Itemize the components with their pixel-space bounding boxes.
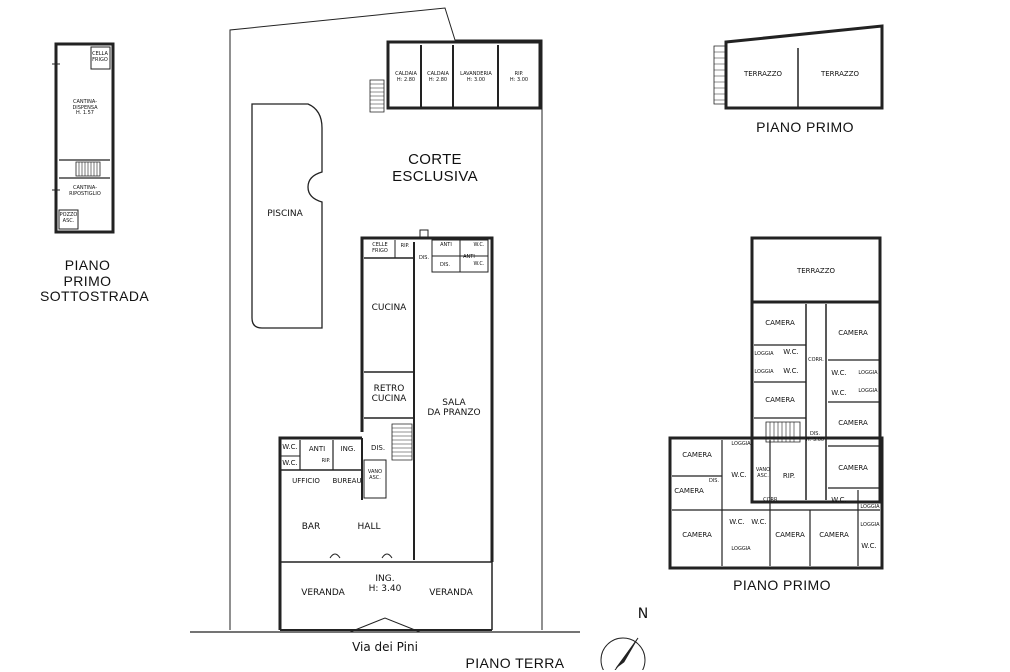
courtyard-boundary xyxy=(229,7,543,630)
room-rip-ground: RIP. xyxy=(400,243,410,249)
room-dis-main-first: DIS. H: 3.00 xyxy=(805,431,825,443)
room-wc-first-7: W.C. xyxy=(729,518,745,526)
room-anti-2: ANTI xyxy=(463,254,475,260)
room-camera-6: CAMERA xyxy=(838,464,868,472)
ground-floor-plan xyxy=(190,229,580,633)
title-piano-terra: PIANO TERRA xyxy=(465,655,565,671)
room-loggia-7: LOGGIA xyxy=(860,522,880,528)
room-loggia-6: LOGGIA xyxy=(860,504,880,510)
room-camera-4: CAMERA xyxy=(838,419,868,427)
room-wc-4: W.C. xyxy=(282,459,298,467)
room-loggia-2: LOGGIA xyxy=(754,369,774,375)
north-arrow-icon xyxy=(600,637,646,670)
room-cella-frigo: CELLA FRIGO xyxy=(92,51,108,63)
room-dis-3: DIS. xyxy=(370,444,386,452)
room-terrazzo-left: TERRAZZO xyxy=(743,70,783,78)
room-rip-ground-2: RIP. xyxy=(321,458,331,464)
room-ufficio: UFFICIO xyxy=(292,477,320,485)
title-sottostrada: PIANO PRIMO SOTTOSTRADA xyxy=(40,257,150,305)
room-camera-3: CAMERA xyxy=(765,396,795,404)
room-cantina-dispensa: CANTINA- DISPENSA H. 1.57 xyxy=(72,99,98,117)
room-camera-1: CAMERA xyxy=(765,319,795,327)
room-anti-3: ANTI xyxy=(308,445,326,453)
room-anti-1: ANTI xyxy=(440,242,452,248)
room-dis-2: DIS. xyxy=(439,262,451,268)
room-hall: HALL xyxy=(357,522,381,532)
room-terrazzo-first: TERRAZZO xyxy=(796,267,836,275)
room-caldaia-1: CALDAIA H: 2.80 xyxy=(395,71,417,83)
room-wc-first-8: W.C. xyxy=(751,518,767,526)
room-cucina: CUCINA xyxy=(371,303,407,313)
room-lavanderia: LAVANDERIA H: 3.00 xyxy=(460,71,492,83)
room-camera-8: CAMERA xyxy=(682,531,712,539)
room-corr-1: CORR. xyxy=(808,357,824,363)
first-floor-terrace-plan xyxy=(713,24,884,110)
room-ing-small: ING. xyxy=(340,445,356,453)
north-label: N xyxy=(637,606,649,622)
room-rip-first: RIP. xyxy=(782,472,796,480)
room-bar: BAR xyxy=(301,522,321,532)
title-piano-primo-main: PIANO PRIMO xyxy=(733,577,831,593)
room-camera-10: CAMERA xyxy=(819,531,849,539)
room-camera-2: CAMERA xyxy=(838,329,868,337)
room-cantina-ripostiglio: CANTINA- RIPOSTIGLIO xyxy=(69,185,101,197)
room-rip-annex: RIP. H: 3.00 xyxy=(509,71,529,83)
room-pozzo-asc: POZZO ASC. xyxy=(59,212,78,224)
room-wc-1: W.C. xyxy=(473,242,485,248)
room-wc-first-5: W.C. xyxy=(731,471,747,479)
room-wc-first-6: W.C. xyxy=(831,496,847,504)
room-wc-first-2: W.C. xyxy=(783,367,799,375)
room-dis-small-first: DIS. xyxy=(708,478,720,484)
sottostrada-plan xyxy=(52,42,115,234)
room-corr-2: CORR. xyxy=(763,497,779,503)
room-wc-first-9: W.C. xyxy=(861,542,877,550)
pool-outline xyxy=(251,103,323,329)
room-piscina: PISCINA xyxy=(267,209,303,219)
room-loggia-3: LOGGIA xyxy=(858,370,878,376)
room-wc-first-1: W.C. xyxy=(783,348,799,356)
room-camera-5: CAMERA xyxy=(682,451,712,459)
room-caldaia-2: CALDAIA H: 2.80 xyxy=(427,71,449,83)
room-wc-3: W.C. xyxy=(282,443,298,451)
annex-plan xyxy=(369,40,542,113)
room-dis-1: DIS. xyxy=(418,255,430,261)
room-loggia-1: LOGGIA xyxy=(754,351,774,357)
room-sala-da-pranzo: SALA DA PRANZO xyxy=(427,398,481,419)
title-piano-primo-top: PIANO PRIMO xyxy=(756,119,854,135)
room-loggia-4: LOGGIA xyxy=(858,388,878,394)
street-label: Via dei Pini xyxy=(352,640,418,654)
room-vano-asc-ground: VANO ASC. xyxy=(367,469,383,481)
label-corte-esclusiva: CORTE ESCLUSIVA xyxy=(392,151,478,185)
room-wc-2: W.C. xyxy=(473,261,485,267)
room-loggia-8: LOGGIA xyxy=(731,546,751,552)
room-loggia-5: LOGGIA xyxy=(731,441,751,447)
room-terrazzo-right: TERRAZZO xyxy=(820,70,860,78)
room-veranda-left: VERANDA xyxy=(301,588,345,598)
room-celle-frigo: CELLE FRIGO xyxy=(372,242,388,254)
room-vano-asc-first: VANO ASC. xyxy=(755,467,771,479)
room-veranda-right: VERANDA xyxy=(429,588,473,598)
first-floor-plan xyxy=(668,236,884,570)
room-wc-first-4: W.C. xyxy=(831,389,847,397)
room-bureau: BUREAU xyxy=(332,477,362,485)
room-camera-7: CAMERA xyxy=(674,487,704,495)
room-ing-main: ING. H: 3.40 xyxy=(368,574,402,595)
room-retro-cucina: RETRO CUCINA xyxy=(371,384,407,405)
room-wc-first-3: W.C. xyxy=(831,369,847,377)
room-camera-9: CAMERA xyxy=(775,531,805,539)
